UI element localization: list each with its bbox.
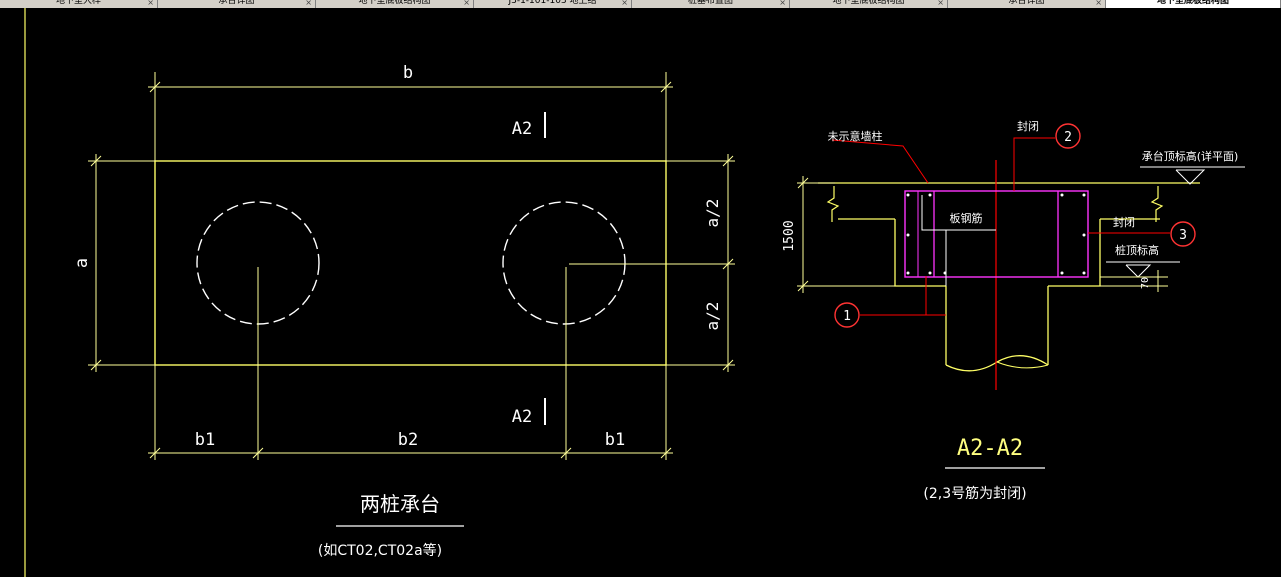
tab-label: 地下室大样 xyxy=(55,0,101,6)
dim-depth-label: 1500 xyxy=(782,220,797,251)
label-plate-bar: 板钢筋 xyxy=(950,211,983,225)
break-mark-right xyxy=(1150,186,1164,222)
cap-body-left xyxy=(894,219,946,287)
tab-3[interactable]: 地下室底板结构图 × xyxy=(316,0,474,8)
label-closure-side: 封闭 xyxy=(1113,215,1135,229)
close-icon[interactable]: × xyxy=(147,0,154,7)
callout-2-leader xyxy=(1013,137,1055,191)
wall-col-leader xyxy=(831,139,929,184)
section-a2-a2: 板钢筋 1500 未示意墙柱 封闭 2 承台顶标高(详平面) 封闭 3 桩顶标高 xyxy=(782,119,1245,502)
tab-label: 承台详图 xyxy=(1008,0,1045,6)
dim-b-label: b xyxy=(403,63,413,83)
tab-label: J3-1-101-103 地上结 xyxy=(508,0,597,6)
callout-1-leader xyxy=(860,276,927,316)
dim-b1-right-label: b1 xyxy=(605,430,625,450)
callout-3-circle xyxy=(1170,221,1196,247)
tab-8[interactable]: 地下室底板结构图 xyxy=(1106,0,1281,8)
callout-1-number: 1 xyxy=(843,309,851,324)
dim-embed-label: 70 xyxy=(1140,277,1151,289)
tab-4[interactable]: J3-1-101-103 地上结 × xyxy=(474,0,632,8)
drawing-tab-bar: 地下室大样×承台详图×地下室底板结构图×J3-1-101-103 地上结×桩基布… xyxy=(0,0,1281,8)
tab-label: 地下室底板结构图 xyxy=(1156,0,1229,6)
callout-2-circle xyxy=(1055,123,1081,149)
plate-bar-leader xyxy=(921,195,996,231)
dim-b2-label: b2 xyxy=(398,430,418,450)
close-icon[interactable]: × xyxy=(621,0,628,7)
close-icon[interactable]: × xyxy=(1095,0,1102,7)
label-pile-top: 桩顶标高 xyxy=(1115,243,1159,257)
close-icon[interactable]: × xyxy=(305,0,312,7)
pile-break-curve xyxy=(945,355,1049,372)
tab-2[interactable]: 承台详图 × xyxy=(158,0,316,8)
label-wall-col: 未示意墙柱 xyxy=(828,129,883,143)
dim-b1-left-label: b1 xyxy=(195,430,215,450)
tab-5[interactable]: 桩基布置图 × xyxy=(632,0,790,8)
plan-title: 两桩承台 xyxy=(360,492,440,516)
rebar-cage-outer xyxy=(904,190,1089,278)
break-mark-left xyxy=(826,186,840,222)
pile-circle-right xyxy=(502,201,626,325)
tab-label: 承台详图 xyxy=(218,0,255,6)
dim-a-label: a xyxy=(72,258,92,268)
callout-3-number: 3 xyxy=(1179,228,1187,243)
two-pile-cap-plan: b a a/2 a/2 b1 b2 b1 A2 A2 两桩承台 xyxy=(72,63,735,559)
callout-1-circle xyxy=(834,302,860,328)
section-subtitle: (2,3号筋为封闭) xyxy=(923,485,1026,502)
tab-1[interactable]: 地下室大样 × xyxy=(0,0,158,8)
close-icon[interactable]: × xyxy=(463,0,470,7)
callout-2-number: 2 xyxy=(1064,130,1072,145)
label-cap-elev: 承台顶标高(详平面) xyxy=(1142,149,1239,163)
tab-label: 地下室底板结构图 xyxy=(358,0,431,6)
tab-7[interactable]: 承台详图 × xyxy=(948,0,1106,8)
elev-symbol-cap xyxy=(1175,169,1206,185)
cap-outline xyxy=(154,160,667,366)
plan-subtitle: (如CT02,CT02a等) xyxy=(318,542,442,559)
elev-symbol-pile xyxy=(1125,264,1152,278)
tab-6[interactable]: 地下室底板结构图 × xyxy=(790,0,948,8)
label-closure-top: 封闭 xyxy=(1017,119,1039,133)
tab-label: 桩基布置图 xyxy=(687,0,733,6)
close-icon[interactable]: × xyxy=(779,0,786,7)
close-icon[interactable]: × xyxy=(937,0,944,7)
dim-a-half-bottom-label: a/2 xyxy=(703,302,722,331)
dim-a-half-top-label: a/2 xyxy=(703,199,722,228)
section-mark-top: A2 xyxy=(512,119,532,139)
section-title: A2-A2 xyxy=(957,436,1023,461)
tab-label: 地下室底板结构图 xyxy=(832,0,905,6)
cad-drawing-canvas[interactable]: b a a/2 a/2 b1 b2 b1 A2 A2 两桩承台 xyxy=(0,8,1281,577)
cap-body-right xyxy=(1048,219,1101,287)
section-mark-bottom: A2 xyxy=(512,407,532,427)
